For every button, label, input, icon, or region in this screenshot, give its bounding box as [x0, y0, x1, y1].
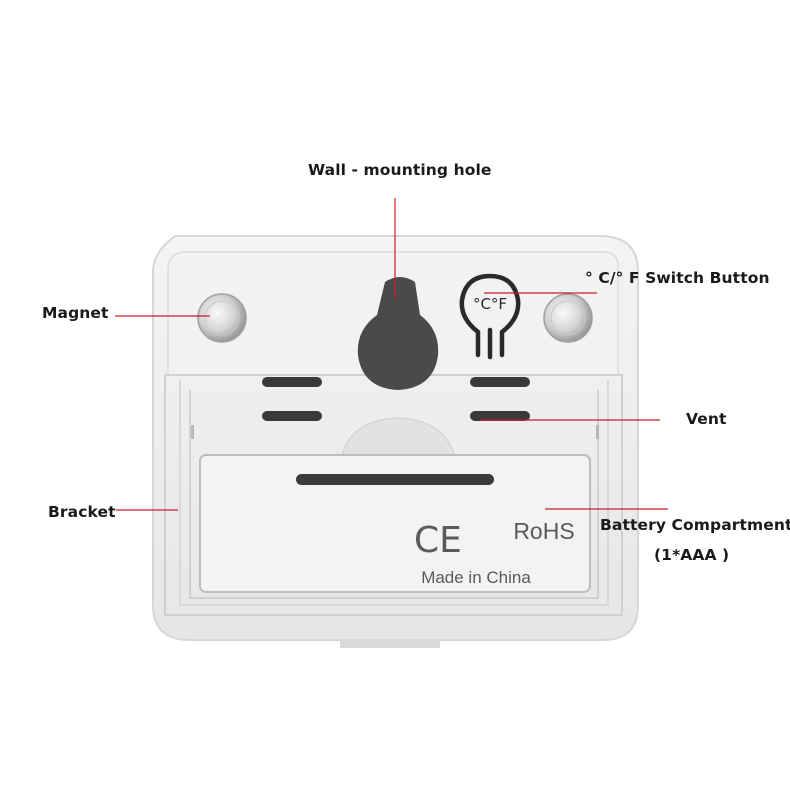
label-battery-type: (1*AAA ): [654, 546, 730, 564]
ce-mark: CE: [414, 520, 462, 561]
label-cf-switch-button: ° C/° F Switch Button: [585, 269, 770, 287]
made-in-text: Made in China: [421, 568, 531, 587]
battery-compartment: CE RoHS Made in China: [199, 454, 591, 593]
bracket: [164, 374, 623, 616]
label-magnet: Magnet: [42, 304, 109, 322]
label-battery-compartment: Battery Compartment: [600, 516, 790, 534]
magnet-right: [543, 293, 593, 343]
wall-mounting-hole: [357, 277, 439, 390]
label-vent: Vent: [686, 410, 727, 428]
switch-glyph: °C°F: [473, 295, 507, 313]
rohs-mark: RoHS: [513, 518, 574, 544]
leader-lines: [115, 198, 668, 511]
label-wall-mounting-hole: Wall - mounting hole: [308, 161, 492, 179]
cf-switch-button: °C°F: [459, 273, 521, 360]
battery-slot: [296, 474, 494, 485]
magnet-left: [197, 293, 247, 343]
label-bracket: Bracket: [48, 503, 116, 521]
vents: [262, 377, 530, 421]
